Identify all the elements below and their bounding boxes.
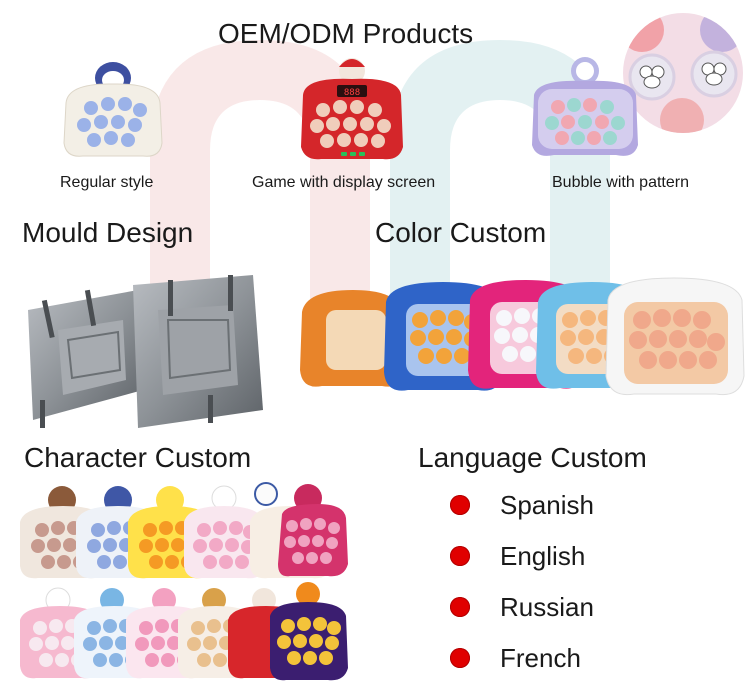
language-label: Spanish [500,489,594,520]
language-item-english: English [450,536,585,576]
color-custom-toys-image [300,277,745,396]
mould-design-image [28,275,263,428]
bear-pattern-image [623,13,743,133]
section-title-character: Character Custom [24,442,252,473]
regular-style-toy-image [63,62,163,157]
language-label: French [500,642,581,673]
language-item-russian: Russian [450,587,594,627]
language-item-french: French [450,638,581,678]
page-title: OEM/ODM Products [218,18,474,49]
section-title-color: Color Custom [375,217,547,248]
language-item-spanish: Spanish [450,485,594,525]
language-label: English [500,540,586,571]
product-caption-display: Game with display screen [252,174,436,191]
section-title-mould: Mould Design [22,217,194,248]
bullet-icon [450,546,470,566]
bullet-icon [450,597,470,617]
product-caption-regular: Regular style [60,174,154,191]
product-caption-bubble: Bubble with pattern [552,174,689,191]
character-custom-toys-image [20,482,348,681]
bubble-pattern-toy-image [532,57,638,156]
bullet-icon [450,648,470,668]
bullet-icon [450,495,470,515]
language-label: Russian [500,591,594,622]
section-title-language: Language Custom [418,442,647,473]
display-screen-toy-image: 888 [301,58,403,160]
display-screen-digits: 888 [344,88,360,98]
